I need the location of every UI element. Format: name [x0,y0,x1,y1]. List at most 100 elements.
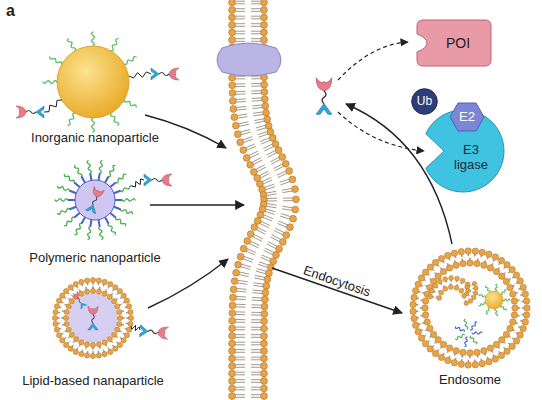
lipid-head [113,285,118,290]
lipid-head [117,342,122,347]
lipid-head [229,0,236,6]
lipid-head [472,295,476,299]
lipid-head [107,294,112,299]
lipid-head [493,341,499,347]
lipid-head [453,348,459,354]
lipid-head [102,291,107,296]
hydrophobic-block [105,177,109,183]
lipid-head [257,211,264,218]
lipid-head [486,359,492,365]
polymer-chain [465,337,468,347]
polymer-chain [503,299,510,301]
polymer-chain [92,32,95,46]
tether [129,72,151,78]
lipid-head [261,22,268,29]
polymer-chain [501,289,506,294]
polymer-chain [495,284,497,291]
lipid-head [422,298,428,304]
lipid-head [411,294,417,300]
polymer-chain [99,227,103,240]
particle-label: Inorganic nanoparticle [31,130,159,145]
lipid-head [229,333,236,340]
lipid-head [117,315,122,320]
lipid-head [117,289,122,294]
lipid-head [512,305,518,311]
lipid-head [90,277,95,282]
linker [322,91,326,104]
polymer-chain [109,165,116,176]
lipid-head [462,294,466,298]
lipid-head [468,299,472,303]
lipid-head [261,14,268,21]
protac-symbol [140,325,169,339]
lipid-head [85,353,90,358]
lipid-head [435,273,441,279]
lipid-head [261,96,268,103]
lipid-head [69,299,74,304]
hydrophobic-block [99,173,100,180]
lipid-head [430,331,436,337]
linker [152,179,162,182]
lipid-head [64,321,69,326]
lipid-head [84,289,89,294]
gold-core [57,46,129,118]
lipid-head [79,352,84,357]
polymer-chain [55,199,68,202]
lipid-head [513,272,519,278]
lipid-head [498,352,504,358]
lipid-head [240,147,247,154]
lipid-head [427,325,433,331]
lipid-head [439,290,444,295]
label-text: Endosome [439,372,501,387]
hydrophobic-block [68,199,75,201]
lipid-head [474,349,480,355]
lipid-head [115,304,120,309]
lipid-head [415,281,421,287]
lipid-head [446,345,452,351]
lipid-head [261,89,268,96]
tether [131,325,140,330]
lipid-head [261,378,268,385]
lipid-head [57,333,62,338]
lipid-tails [57,282,130,355]
lipid-head [453,262,459,268]
e3-ligand [316,104,332,114]
lipid-head [229,22,236,29]
warhead [91,186,104,198]
lipid-head [128,321,133,326]
polymer-chain [501,306,507,311]
hydrophobic-block [82,177,86,183]
lipid-head [437,296,442,301]
polymer-chain [99,161,102,174]
lipid-head [435,337,441,343]
polymer-chain [116,174,126,183]
lipid-head [96,342,101,347]
lipid-head [117,321,122,326]
lipid-head [445,252,451,258]
lipid-head [422,305,428,311]
warhead [169,68,179,80]
lipid-head [102,340,107,345]
lipid-head [486,251,492,257]
lipid-head [233,269,240,276]
e3-text: E3 ligase [448,143,494,173]
lipid-head [234,131,241,138]
lipid-head [499,337,505,343]
lipid-head [472,362,478,368]
lipid-head [79,291,84,296]
polymer-chain [64,174,74,182]
lipid-head [69,332,74,337]
lipid-head [237,253,244,260]
binding-arrow [338,42,408,80]
poi-text: POI [446,35,470,51]
lipid-head [449,276,454,281]
lipid-head [262,103,269,110]
lipid-head [124,298,129,303]
lipid-head [84,342,89,347]
polymer-chain [124,56,136,64]
lipid-head [229,310,236,317]
hydrophobic-block [74,213,79,218]
lipid-head [438,354,444,360]
lipid-head [229,317,236,324]
lipid-head [243,155,250,162]
